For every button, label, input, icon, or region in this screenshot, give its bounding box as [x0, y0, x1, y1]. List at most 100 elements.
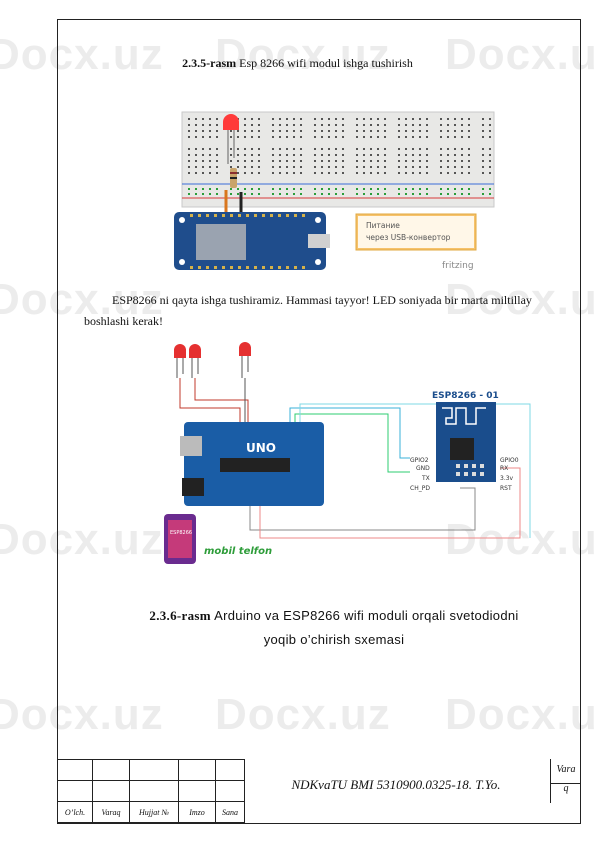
breadboard-hole [195, 118, 197, 120]
breadboard-hole [293, 124, 295, 126]
breadboard-rail-hole [209, 193, 211, 195]
breadboard-hole [202, 148, 204, 150]
breadboard-hole [251, 166, 253, 168]
breadboard-hole [482, 118, 484, 120]
breadboard-hole [300, 148, 302, 150]
breadboard-hole [405, 154, 407, 156]
breadboard-hole [244, 124, 246, 126]
breadboard-hole [370, 160, 372, 162]
watermark: Docx.uz [0, 515, 164, 564]
breadboard-hole [237, 148, 239, 150]
breadboard-hole [377, 148, 379, 150]
breadboard-hole [279, 118, 281, 120]
breadboard-hole [216, 118, 218, 120]
breadboard-rail-hole [328, 188, 330, 190]
breadboard-hole [384, 118, 386, 120]
breadboard-rail-hole [202, 188, 204, 190]
breadboard-hole [251, 160, 253, 162]
breadboard-hole [419, 172, 421, 174]
breadboard-hole [398, 118, 400, 120]
breadboard-rail-hole [440, 188, 442, 190]
breadboard-hole [216, 124, 218, 126]
pin-label: RX [500, 465, 508, 472]
breadboard-rail-hole [405, 188, 407, 190]
breadboard-hole [321, 148, 323, 150]
breadboard-hole [447, 154, 449, 156]
breadboard-hole [419, 118, 421, 120]
breadboard-hole [398, 166, 400, 168]
breadboard-hole [216, 160, 218, 162]
breadboard-hole [195, 130, 197, 132]
breadboard-hole [272, 136, 274, 138]
breadboard-hole [489, 160, 491, 162]
board-pin [222, 266, 225, 269]
breadboard-rail-hole [482, 188, 484, 190]
figure1-title: Esp 8266 wifi modul ishga tushirish [239, 56, 413, 70]
breadboard-hole [272, 166, 274, 168]
breadboard-hole [461, 172, 463, 174]
breadboard-hole [468, 130, 470, 132]
breadboard-rail-hole [461, 188, 463, 190]
breadboard-hole [335, 124, 337, 126]
board-pin [294, 214, 297, 217]
breadboard-hole [188, 130, 190, 132]
breadboard-hole [300, 136, 302, 138]
breadboard-rail-hole [377, 188, 379, 190]
breadboard-rail-hole [188, 188, 190, 190]
board-pin [214, 214, 217, 217]
breadboard-hole [447, 172, 449, 174]
breadboard-hole [468, 136, 470, 138]
breadboard-hole [251, 118, 253, 120]
breadboard-hole [398, 124, 400, 126]
breadboard-hole [300, 130, 302, 132]
breadboard-hole [258, 160, 260, 162]
led-icon [189, 344, 201, 378]
breadboard-rail-hole [230, 193, 232, 195]
breadboard-hole [230, 136, 232, 138]
page-frame [57, 19, 581, 824]
breadboard-hole [447, 118, 449, 120]
breadboard-rail-hole [356, 188, 358, 190]
breadboard-rail-hole [398, 188, 400, 190]
board-pin [190, 266, 193, 269]
breadboard-hole [426, 172, 428, 174]
breadboard-hole [454, 118, 456, 120]
breadboard-hole [244, 154, 246, 156]
board-pin [302, 266, 305, 269]
breadboard-hole [314, 136, 316, 138]
breadboard-hole [377, 118, 379, 120]
breadboard-hole [461, 124, 463, 126]
breadboard-hole [272, 118, 274, 120]
breadboard-hole [258, 166, 260, 168]
breadboard-hole [209, 166, 211, 168]
breadboard-hole [482, 160, 484, 162]
breadboard-hole [377, 154, 379, 156]
breadboard-rail-hole [188, 193, 190, 195]
breadboard-hole [244, 136, 246, 138]
breadboard-hole [321, 124, 323, 126]
board-pin [278, 266, 281, 269]
breadboard-hole [363, 136, 365, 138]
breadboard-hole [237, 130, 239, 132]
breadboard-hole [454, 154, 456, 156]
breadboard-rail-hole [412, 193, 414, 195]
breadboard-hole [321, 118, 323, 120]
pin-label: RST [500, 485, 512, 492]
watermark: Docx.uz [0, 30, 164, 79]
breadboard-hole [286, 136, 288, 138]
breadboard-hole [300, 160, 302, 162]
breadboard-hole [454, 148, 456, 150]
breadboard-hole [314, 154, 316, 156]
breadboard-hole [286, 148, 288, 150]
breadboard-hole [489, 148, 491, 150]
breadboard-hole [440, 160, 442, 162]
breadboard-hole [258, 130, 260, 132]
breadboard-hole [412, 124, 414, 126]
breadboard-rail-hole [230, 188, 232, 190]
breadboard-hole [335, 148, 337, 150]
breadboard-hole [244, 130, 246, 132]
breadboard-rail-hole [279, 193, 281, 195]
breadboard-hole [384, 172, 386, 174]
breadboard-hole [272, 154, 274, 156]
figure1-breadboard-diagram: Питание через USB-конвертор fritzing [174, 111, 495, 271]
